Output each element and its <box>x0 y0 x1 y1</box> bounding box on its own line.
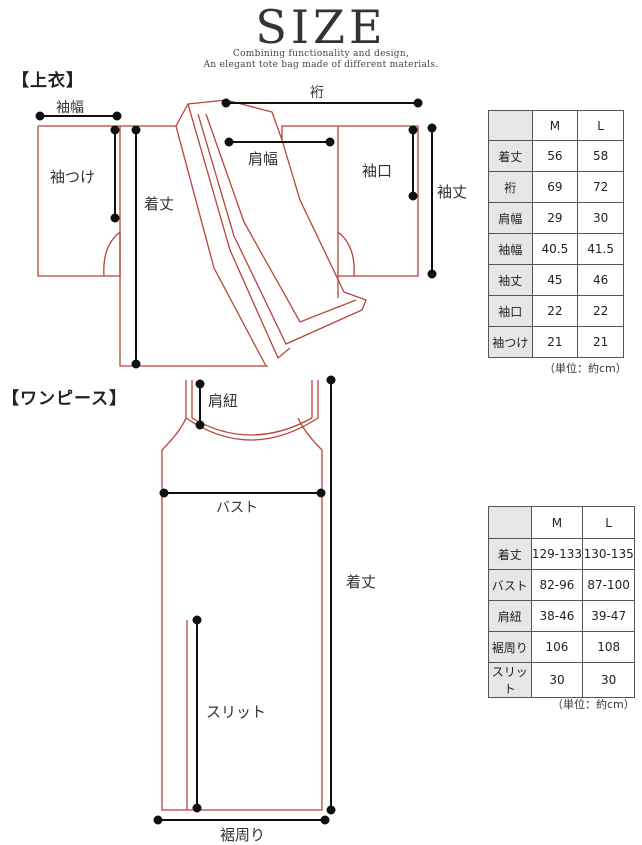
table-cell: 106 <box>530 631 584 663</box>
top-size-table: M L 着丈 56 58 裄 69 72 肩幅 29 30 袖幅 40.5 41… <box>488 110 624 358</box>
table-row: 袖幅 40.5 41.5 <box>488 233 624 265</box>
table-cell: 56 <box>531 140 579 172</box>
table-row: 裄 69 72 <box>488 171 624 203</box>
label-yuki: 裄 <box>310 85 324 101</box>
table-cell: 58 <box>577 140 624 172</box>
table-cell: 30 <box>582 662 635 698</box>
dress-unit-note: （単位：約cm） <box>552 698 635 711</box>
table-cell: 21 <box>577 326 624 358</box>
table-cell: 袖つけ <box>488 326 533 358</box>
label-strap: 肩紐 <box>208 392 239 410</box>
table-cell: 22 <box>577 295 624 327</box>
table-cell: 129-133 <box>530 538 584 570</box>
table-row: スリット 30 30 <box>488 662 635 698</box>
table-cell: 30 <box>530 662 584 698</box>
table-cell: 40.5 <box>531 233 579 265</box>
subtitle-line-2: An elegant tote bag made of different ma… <box>203 60 439 70</box>
table-header-cell <box>488 110 533 141</box>
table-cell: 裾周り <box>488 631 532 663</box>
table-cell: 30 <box>577 202 624 234</box>
table-cell: 裄 <box>488 171 533 203</box>
table-row: 袖口 22 22 <box>488 295 624 327</box>
top-unit-note: （単位：約cm） <box>544 362 627 375</box>
table-header-cell <box>488 506 532 539</box>
table-cell: 72 <box>577 171 624 203</box>
table-cell: 袖口 <box>488 295 533 327</box>
table-cell: 22 <box>531 295 579 327</box>
table-cell: 29 <box>531 202 579 234</box>
table-row: 袖丈 45 46 <box>488 264 624 296</box>
label-slit: スリット <box>206 703 267 721</box>
table-cell: 着丈 <box>488 140 533 172</box>
measure-lines <box>35 98 437 825</box>
dress-size-table: M L 着丈 129-133 130-135 バスト 82-96 87-100 … <box>488 506 635 698</box>
table-row: 裾周り 106 108 <box>488 631 635 663</box>
label-sleeve-attach: 袖つけ <box>50 168 96 186</box>
label-cuff: 袖口 <box>362 162 393 180</box>
label-sleeve-length: 袖丈 <box>437 183 468 201</box>
dress-outline <box>161 380 323 811</box>
table-row: 着丈 56 58 <box>488 140 624 172</box>
table-cell: 108 <box>582 631 635 663</box>
table-cell: バスト <box>488 569 532 601</box>
table-cell: 45 <box>531 264 579 296</box>
table-cell: 38-46 <box>530 600 584 632</box>
table-header-cell: L <box>577 110 624 141</box>
table-cell: 21 <box>531 326 579 358</box>
table-row: 肩紐 38-46 39-47 <box>488 600 635 632</box>
table-row: 着丈 129-133 130-135 <box>488 538 635 570</box>
table-cell: 69 <box>531 171 579 203</box>
table-row: 肩幅 29 30 <box>488 202 624 234</box>
table-cell: 袖丈 <box>488 264 533 296</box>
section-dress: 【ワンピース】 <box>2 389 128 409</box>
table-header-cell: M <box>531 110 579 141</box>
table-cell: 130-135 <box>582 538 635 570</box>
table-cell: 肩幅 <box>488 202 533 234</box>
jacket-outline <box>37 99 419 367</box>
table-cell: 袖幅 <box>488 233 533 265</box>
table-cell: 46 <box>577 264 624 296</box>
label-length: 着丈 <box>144 195 175 213</box>
table-cell: スリット <box>488 662 532 698</box>
table-header-row: M L <box>488 110 624 141</box>
table-cell: 39-47 <box>582 600 635 632</box>
table-header-cell: L <box>582 506 635 539</box>
subtitle-line-1: Combining functionality and design, <box>232 49 410 59</box>
label-bust: バスト <box>216 500 258 516</box>
table-row: 袖つけ 21 21 <box>488 326 624 358</box>
table-cell: 87-100 <box>582 569 635 601</box>
label-sleeve-width: 袖幅 <box>56 100 84 116</box>
table-header-row: M L <box>488 506 635 539</box>
table-cell: 82-96 <box>530 569 584 601</box>
label-hem: 裾周り <box>220 826 266 844</box>
table-header-cell: M <box>530 506 584 539</box>
table-row: バスト 82-96 87-100 <box>488 569 635 601</box>
page-title: SIZE <box>255 0 387 54</box>
table-cell: 着丈 <box>488 538 532 570</box>
table-cell: 41.5 <box>577 233 624 265</box>
table-cell: 肩紐 <box>488 600 532 632</box>
section-top: 【上衣】 <box>12 71 84 91</box>
label-dress-length: 着丈 <box>346 573 377 591</box>
label-shoulder: 肩幅 <box>248 150 279 168</box>
